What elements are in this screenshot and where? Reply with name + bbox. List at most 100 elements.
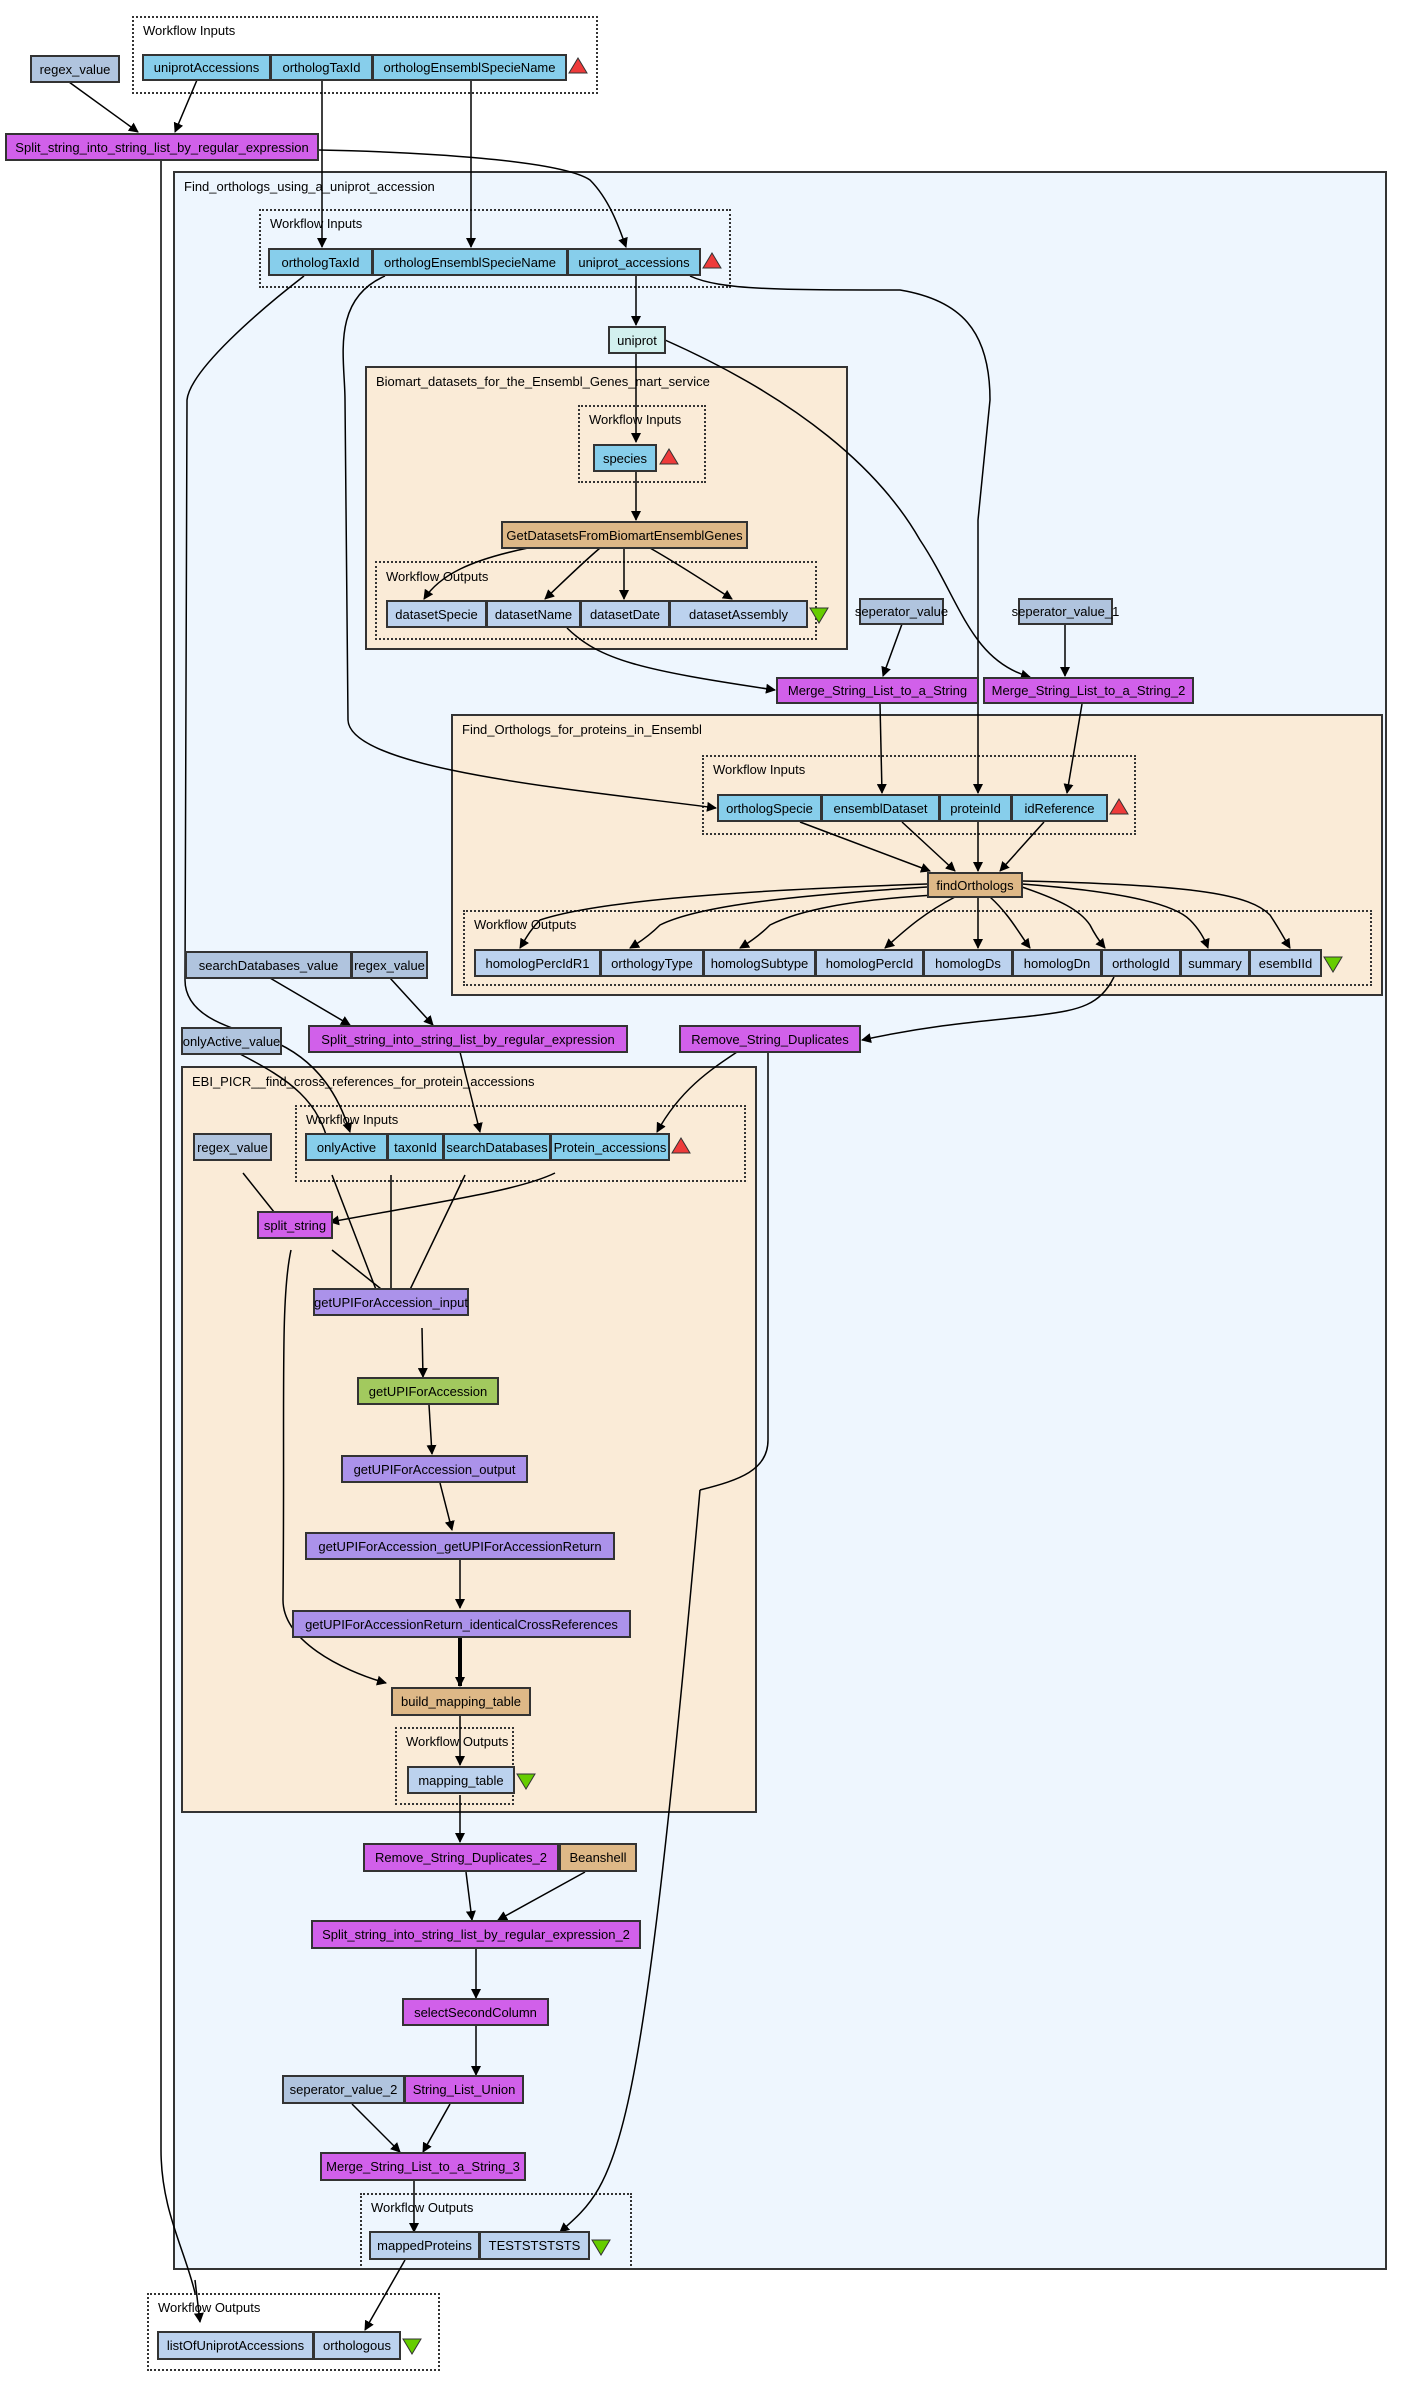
node-label: regex_value [197,1139,268,1155]
group-title: Workflow Outputs [158,2300,261,2315]
find-output-TESTSTSTSTS[interactable]: TESTSTSTSTS [479,2231,590,2260]
ensembl-output-homologPercId[interactable]: homologPercId [815,949,924,977]
node-label: Protein_accessions [553,1139,667,1155]
get-upi-return-node[interactable]: getUPIForAccession_getUPIForAccessionRet… [305,1532,615,1560]
ensembl-output-orthologyType[interactable]: orthologyType [600,949,704,977]
input-triangle-icon [671,1137,691,1154]
node-label: mappedProteins [377,2238,472,2253]
split-string-node[interactable]: Split_string_into_string_list_by_regular… [5,133,319,161]
node-label: regex_value [354,957,425,973]
node-label: datasetDate [589,606,661,622]
node-label: String_List_Union [412,2082,516,2097]
node-label: searchDatabases [446,1139,548,1155]
seperator-value-1-node[interactable]: seperator_value_1 [1012,598,1119,625]
biomart-output-datasetAssembly[interactable]: datasetAssembly [669,600,808,628]
remove-string-duplicates-2-node[interactable]: Remove_String_Duplicates_2 [363,1843,559,1872]
node-label: searchDatabases_value [198,957,339,973]
input-orthologEnsemblSpecieName[interactable]: orthologEnsemblSpecieName [372,54,567,81]
seperator-value-node[interactable]: seperator_value [855,598,948,625]
node-label: orthologTaxId [282,60,361,75]
find-input-orthologTaxId[interactable]: orthologTaxId [268,248,373,276]
ensembl-output-summary[interactable]: summary [1180,949,1250,977]
output-triangle-icon [809,607,829,624]
ebi-output-mapping_table[interactable]: mapping_table [407,1766,515,1794]
group-title: Workflow Outputs [474,917,577,932]
regex-value-2-node[interactable]: regex_value [351,951,428,979]
group-title: Workflow Inputs [589,412,682,427]
split-string-2-node[interactable]: Split_string_into_string_list_by_regular… [308,1025,628,1053]
node-label: getUPIForAccession_output [353,1461,516,1477]
output-listOfUniprotAccessions[interactable]: listOfUniprotAccessions [157,2331,314,2360]
find-orthologs-node[interactable]: findOrthologs [927,872,1023,898]
select-second-column-node[interactable]: selectSecondColumn [402,1998,549,2026]
node-label: homologDn [1023,955,1091,971]
node-label: GetDatasetsFromBiomartEnsemblGenes [506,527,743,543]
ebi-input-onlyActive[interactable]: onlyActive [305,1133,388,1161]
node-label: onlyActive_value [182,1033,281,1049]
group-title: Workflow Inputs [270,216,363,231]
node-label: listOfUniprotAccessions [166,2338,305,2353]
node-label: Merge_String_List_to_a_String_2 [991,683,1186,698]
node-label: idReference [1024,800,1095,816]
split-string-3-node[interactable]: Split_string_into_string_list_by_regular… [311,1920,641,1949]
merge-string-list-2-node[interactable]: Merge_String_List_to_a_String_2 [983,677,1194,704]
node-label: uniprot_accessions [578,254,690,270]
biomart-output-datasetDate[interactable]: datasetDate [580,600,670,628]
ensembl-output-homologSubtype[interactable]: homologSubtype [703,949,816,977]
node-label: seperator_value_2 [289,2082,398,2097]
group-title: Workflow Outputs [386,569,489,584]
uniprot-node[interactable]: uniprot [608,326,666,354]
get-upi-input-node[interactable]: getUPIForAccession_input [313,1288,469,1316]
node-label: getUPIForAccession_getUPIForAccessionRet… [318,1538,602,1554]
biomart-output-datasetName[interactable]: datasetName [486,600,581,628]
output-triangle-icon [1323,956,1343,973]
seperator-value-2-node[interactable]: seperator_value_2 [282,2075,405,2104]
find-input-uniprot_accessions[interactable]: uniprot_accessions [567,248,701,276]
only-active-value-node[interactable]: onlyActive_value [181,1027,282,1055]
ensembl-output-orthologId[interactable]: orthologId [1101,949,1181,977]
subworkflow-title: Biomart_datasets_for_the_Ensembl_Genes_m… [376,374,710,389]
workflow-title: Find_orthologs_using_a_uniprot_accession [184,179,435,194]
node-label: Split_string_into_string_list_by_regular… [321,1031,615,1047]
split-string-ebi-node[interactable]: split_string [257,1211,333,1239]
ensembl-input-orthologSpecie[interactable]: orthologSpecie [717,794,822,822]
get-upi-ws-node[interactable]: getUPIForAccession [357,1377,499,1405]
find-input-orthologEnsemblSpecieName[interactable]: orthologEnsemblSpecieName [372,248,568,276]
remove-string-duplicates-node[interactable]: Remove_String_Duplicates [679,1025,861,1053]
string-list-union-node[interactable]: String_List_Union [404,2075,524,2104]
ebi-input-taxonId[interactable]: taxonId [387,1133,444,1161]
ensembl-input-ensemblDataset[interactable]: ensemblDataset [821,794,940,822]
ensembl-input-proteinId[interactable]: proteinId [939,794,1012,822]
beanshell-node[interactable]: Beanshell [559,1843,637,1872]
node-label: Split_string_into_string_list_by_regular… [322,1927,630,1942]
ebi-regex-value-node[interactable]: regex_value [193,1133,272,1161]
input-orthologTaxId[interactable]: orthologTaxId [270,54,373,81]
regex-value-node[interactable]: regex_value [30,55,120,83]
ensembl-output-homologDs[interactable]: homologDs [923,949,1013,977]
biomart-output-datasetSpecie[interactable]: datasetSpecie [386,600,487,628]
ensembl-output-homologPercIdR1[interactable]: homologPercIdR1 [474,949,601,977]
ensembl-input-idReference[interactable]: idReference [1011,794,1108,822]
ensembl-output-homologDn[interactable]: homologDn [1012,949,1102,977]
input-uniprotAccessions[interactable]: uniprotAccessions [142,54,271,81]
search-databases-value-node[interactable]: searchDatabases_value [185,951,352,979]
group-title: Workflow Inputs [143,23,236,38]
merge-string-list-node[interactable]: Merge_String_List_to_a_String [776,677,979,704]
subworkflow-title: Find_Orthologs_for_proteins_in_Ensembl [462,722,702,737]
get-upi-output-node[interactable]: getUPIForAccession_output [341,1455,528,1483]
build-mapping-table-node[interactable]: build_mapping_table [391,1687,531,1716]
biomart-input-species[interactable]: species [593,444,657,472]
ebi-input-searchDatabases[interactable]: searchDatabases [443,1133,551,1161]
output-orthologous[interactable]: orthologous [313,2331,401,2360]
ebi-input-Protein_accessions[interactable]: Protein_accessions [550,1133,670,1161]
ensembl-output-esembIId[interactable]: esembIId [1249,949,1322,977]
node-label: onlyActive [316,1139,377,1155]
group-title: Workflow Inputs [306,1112,399,1127]
node-label: orthologous [323,2338,391,2353]
find-output-mappedProteins[interactable]: mappedProteins [369,2231,480,2260]
get-upi-identical-node[interactable]: getUPIForAccessionReturn_identicalCrossR… [292,1610,631,1638]
get-datasets-node[interactable]: GetDatasetsFromBiomartEnsemblGenes [501,521,748,549]
node-label: datasetAssembly [689,606,788,622]
merge-string-list-3-node[interactable]: Merge_String_List_to_a_String_3 [320,2152,526,2181]
node-label: homologPercIdR1 [485,955,590,971]
